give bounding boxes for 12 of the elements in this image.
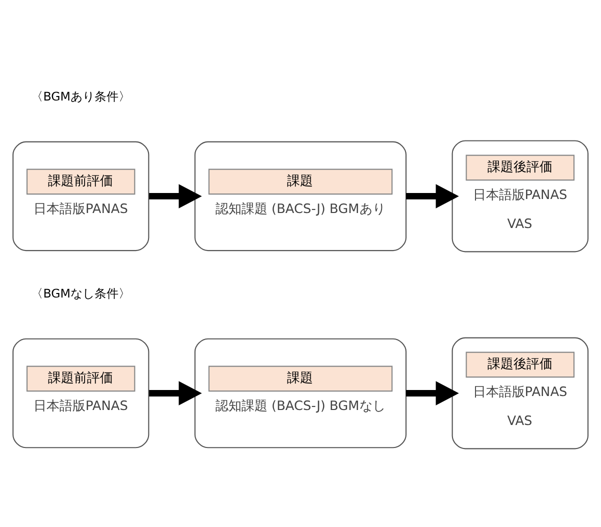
node-box: 課題 認知課題 (BACS-J) BGMあり [194,141,407,252]
arrow [406,184,459,208]
node-box: 課題 認知課題 (BACS-J) BGMなし [194,338,407,448]
label: 〈BGMなし条件〉 [31,286,130,301]
node-box: 課題後評価 日本語版PANAS VAS [452,140,589,252]
arrow [149,381,202,406]
label: 〈BGMあり条件〉 [31,90,130,104]
arrow [149,184,202,208]
node-box: 課題前評価 日本語版PANAS [12,141,150,252]
arrow [406,381,459,406]
node-box: 課題後評価 日本語版PANAS VAS [452,337,589,450]
node-box: 課題前評価 日本語版PANAS [12,338,150,448]
